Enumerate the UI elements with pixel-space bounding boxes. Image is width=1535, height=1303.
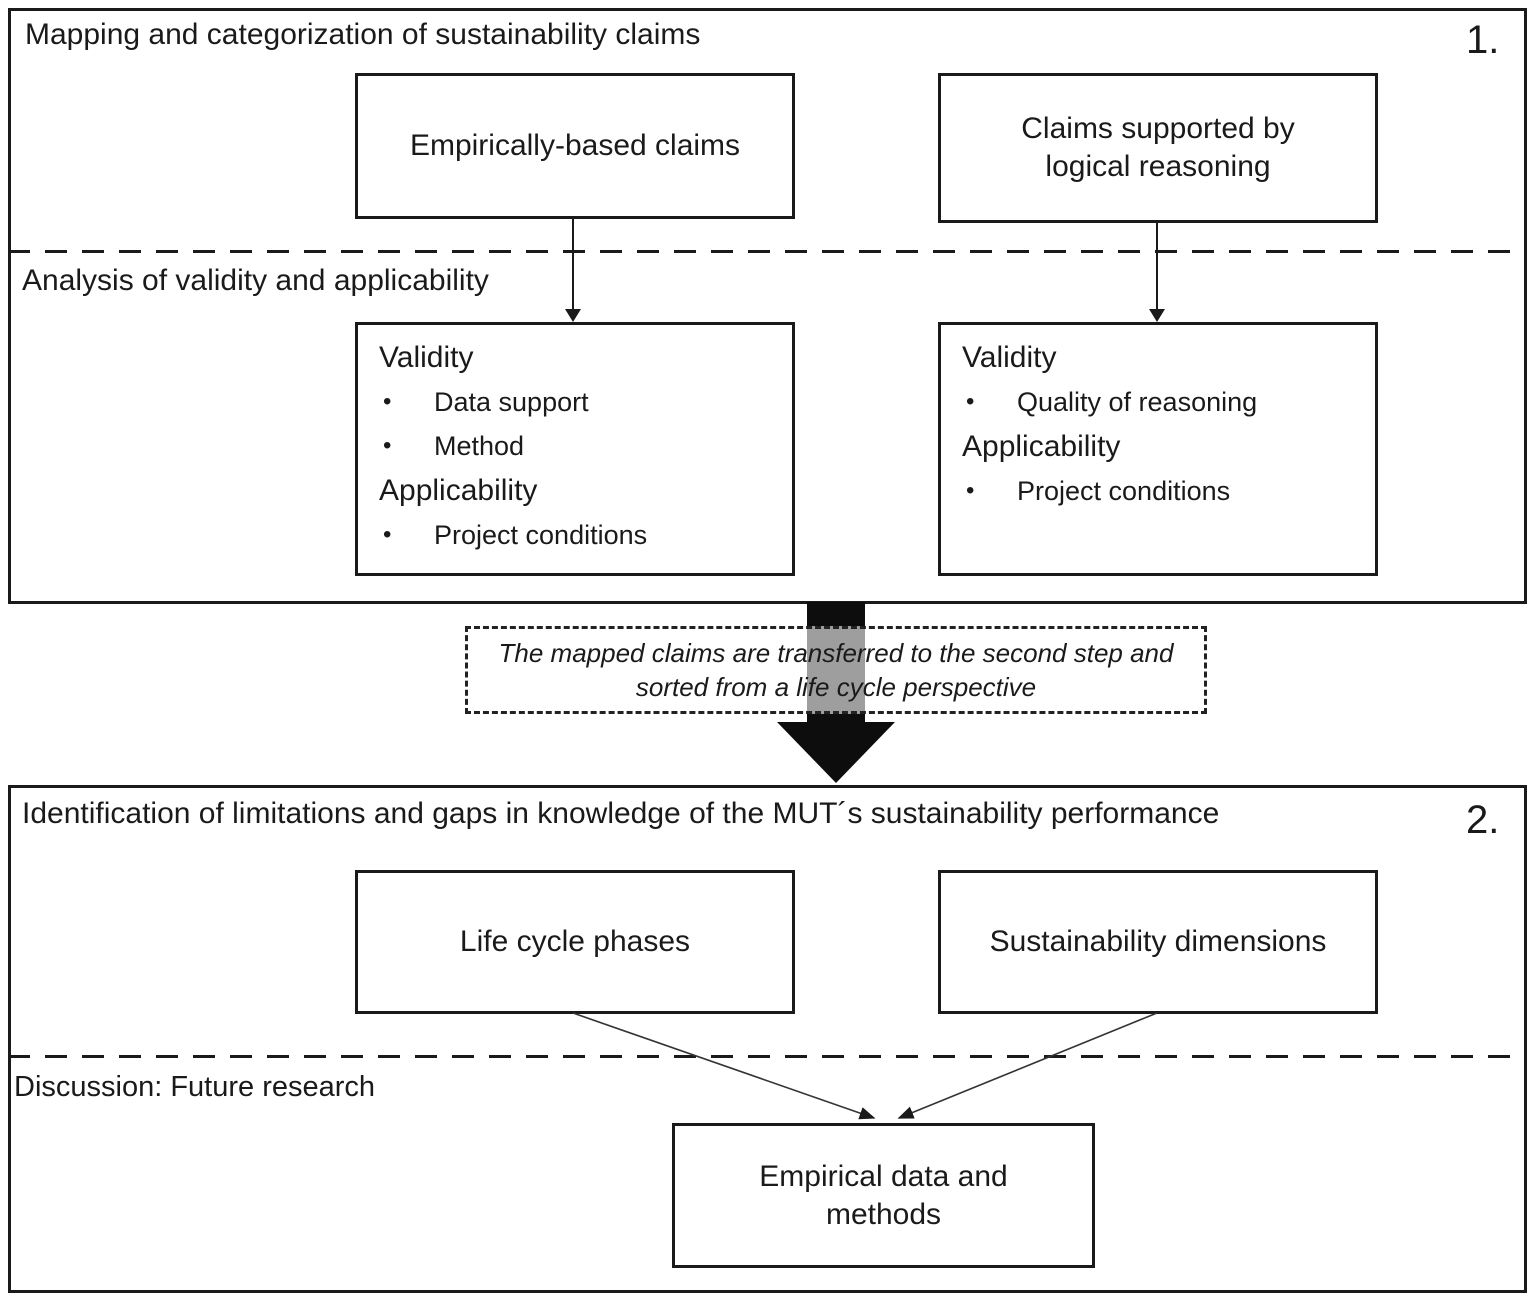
section-1-title: Mapping and categorization of sustainabi… bbox=[25, 18, 701, 51]
converging-arrows bbox=[572, 1012, 1158, 1120]
validity-heading: Validity bbox=[379, 341, 474, 374]
bullet-marker: • bbox=[966, 477, 975, 504]
section-1-subtitle: Analysis of validity and applicability bbox=[22, 264, 489, 297]
transfer-note-box: The mapped claims are transferred to the… bbox=[465, 626, 1207, 714]
validity-right-box: Validity • Quality of reasoning Applicab… bbox=[938, 322, 1378, 576]
bullet-text: Quality of reasoning bbox=[1017, 387, 1258, 417]
empirical-claims-box: Empirically-based claims bbox=[355, 73, 795, 219]
section-2-title: Identification of limitations and gaps i… bbox=[22, 797, 1220, 830]
transfer-note-line-1: The mapped claims are transferred to the… bbox=[498, 638, 1174, 668]
bullet-marker: • bbox=[383, 388, 392, 415]
logical-claims-label: Claims supported by logical reasoning bbox=[1021, 112, 1295, 183]
arrow-empirical-to-validity-line bbox=[572, 219, 574, 309]
empirical-methods-box: Empirical data and methods bbox=[672, 1123, 1095, 1268]
section-2-subtitle: Discussion: Future research bbox=[14, 1071, 376, 1103]
empirical-methods-label: Empirical data and methods bbox=[759, 1159, 1008, 1231]
applicability-heading: Applicability bbox=[379, 474, 538, 507]
validity-left-box: Validity • Data support • Method Applica… bbox=[355, 322, 795, 576]
arrow-logical-to-validity-head bbox=[1149, 309, 1165, 322]
arrow-dimensions-to-empirical bbox=[897, 1012, 1158, 1119]
dimensions-label: Sustainability dimensions bbox=[989, 925, 1327, 958]
step-1-number: 1. bbox=[1466, 18, 1500, 62]
empirical-claims-label: Empirically-based claims bbox=[409, 129, 741, 162]
life-cycle-box: Life cycle phases bbox=[355, 870, 795, 1014]
bullet-item: • Method bbox=[379, 424, 782, 468]
bullet-text: Project conditions bbox=[1017, 476, 1231, 506]
bullet-text: Method bbox=[434, 431, 525, 461]
bullet-text: Project conditions bbox=[434, 520, 648, 550]
bullet-item: • Quality of reasoning bbox=[962, 380, 1365, 424]
step-2-number: 2. bbox=[1466, 798, 1500, 842]
arrow-lifecycle-to-empirical bbox=[572, 1012, 876, 1120]
logical-claims-box: Claims supported by logical reasoning bbox=[938, 73, 1378, 223]
bullet-marker: • bbox=[383, 521, 392, 548]
section-2-divider bbox=[8, 1055, 1527, 1058]
dimensions-box: Sustainability dimensions bbox=[938, 870, 1378, 1014]
section-1-divider bbox=[8, 250, 1527, 253]
applicability-heading: Applicability bbox=[962, 430, 1121, 463]
bullet-item: • Project conditions bbox=[379, 513, 782, 557]
arrow-logical-to-validity-line bbox=[1156, 223, 1158, 309]
arrow-empirical-to-validity-head bbox=[565, 309, 581, 322]
bullet-text: Data support bbox=[434, 387, 589, 417]
life-cycle-label: Life cycle phases bbox=[459, 925, 691, 958]
bullet-marker: • bbox=[966, 388, 975, 415]
validity-heading: Validity bbox=[962, 341, 1057, 374]
bullet-item: • Data support bbox=[379, 380, 782, 424]
transfer-note-line-2: sorted from a life cycle perspective bbox=[635, 672, 1037, 702]
transfer-arrow-head bbox=[777, 722, 895, 783]
bullet-marker: • bbox=[383, 432, 392, 459]
bullet-item: • Project conditions bbox=[962, 469, 1365, 513]
